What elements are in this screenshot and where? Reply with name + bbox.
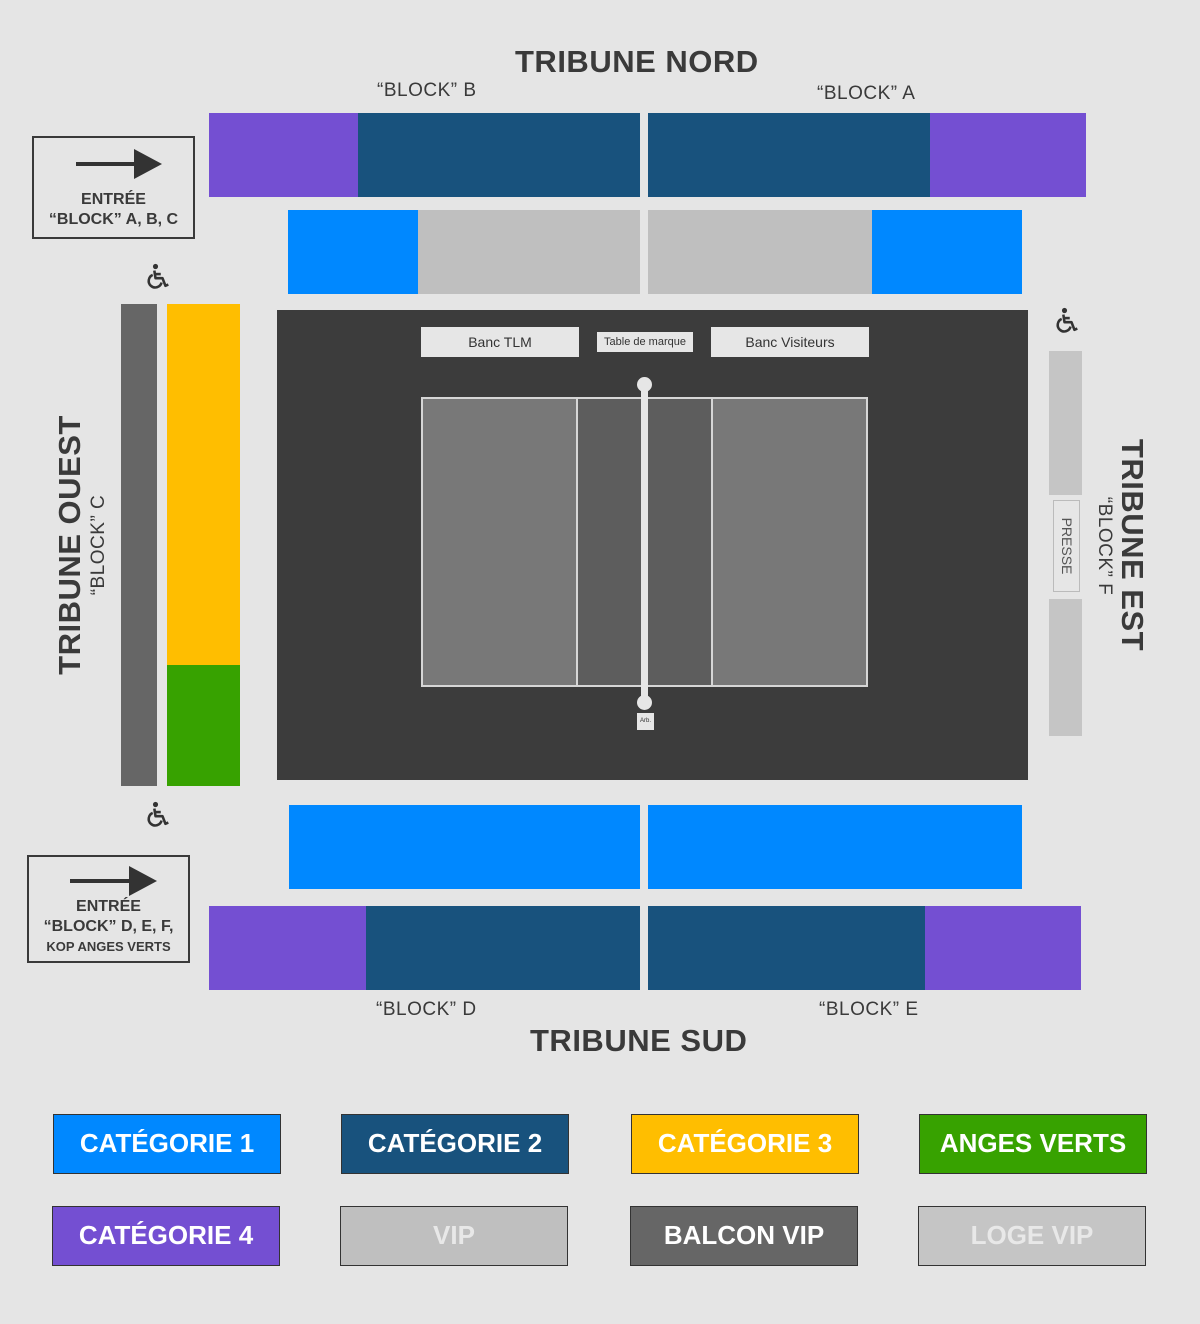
block-f-label: “BLOCK” F	[1094, 496, 1115, 596]
tribune-nord-title: TRIBUNE NORD	[515, 44, 759, 79]
legend-item-balcon-vip: BALCON VIP	[630, 1206, 858, 1266]
est-loge-vip-bottom[interactable]	[1049, 599, 1082, 736]
net-post-top	[637, 377, 652, 392]
sud-block-d-categorie-1[interactable]	[289, 805, 640, 889]
ouest-balcon-vip[interactable]	[121, 304, 157, 786]
block-a-label: “BLOCK” A	[817, 83, 916, 104]
arrow-right-icon	[129, 866, 157, 896]
sud-block-d-categorie-4[interactable]	[209, 906, 366, 990]
referee-stand: Arb.	[637, 713, 654, 730]
arrow-right-icon	[134, 149, 162, 179]
scorer-table: Table de marque	[597, 332, 693, 352]
tribune-ouest-title: TRIBUNE OUEST	[52, 415, 87, 675]
nord-block-b-vip[interactable]	[418, 210, 640, 294]
entrance-bottom-line2: “BLOCK” D, E, F,	[43, 918, 174, 935]
block-e-label: “BLOCK” E	[819, 999, 919, 1020]
block-d-label: “BLOCK” D	[376, 999, 477, 1020]
entrance-bottom-line1: ENTRÉE	[76, 898, 141, 915]
presse-label: PRESSE	[1059, 517, 1075, 575]
sud-block-e-categorie-4[interactable]	[925, 906, 1081, 990]
sud-block-e-categorie-1[interactable]	[648, 805, 1022, 889]
entrance-top-line2: “BLOCK” A, B, C	[48, 211, 179, 228]
entrance-bottom-line3: KOP ANGES VERTS	[46, 939, 171, 954]
nord-block-b-categorie-1[interactable]	[288, 210, 418, 294]
sud-block-e-categorie-2[interactable]	[648, 906, 925, 990]
wheelchair-icon	[1056, 307, 1078, 333]
entrance-bottom-box: ENTRÉE “BLOCK” D, E, F, KOP ANGES VERTS	[27, 855, 190, 963]
ouest-anges-verts[interactable]	[167, 665, 240, 786]
nord-block-b-categorie-2[interactable]	[358, 113, 640, 197]
legend-item-loge-vip: LOGE VIP	[918, 1206, 1146, 1266]
nord-block-a-categorie-1[interactable]	[872, 210, 1022, 294]
legend-item-catégorie-2: CATÉGORIE 2	[341, 1114, 569, 1174]
sud-block-d-categorie-2[interactable]	[366, 906, 640, 990]
wheelchair-icon	[147, 801, 169, 827]
tribune-sud-title: TRIBUNE SUD	[530, 1023, 748, 1058]
legend-item-vip: VIP	[340, 1206, 568, 1266]
legend-item-catégorie-1: CATÉGORIE 1	[53, 1114, 281, 1174]
net-post-bottom	[637, 695, 652, 710]
legend-item-catégorie-4: CATÉGORIE 4	[52, 1206, 280, 1266]
ouest-categorie-3[interactable]	[167, 304, 240, 665]
nord-block-a-vip[interactable]	[648, 210, 872, 294]
tribune-est-title: TRIBUNE EST	[1115, 438, 1150, 652]
block-b-label: “BLOCK” B	[377, 80, 477, 101]
bench-away: Banc Visiteurs	[711, 327, 869, 357]
nord-block-a-categorie-4[interactable]	[930, 113, 1086, 197]
block-c-label: “BLOCK” C	[88, 494, 109, 596]
wheelchair-icon	[147, 263, 169, 289]
entrance-top-box: ENTRÉE “BLOCK” A, B, C	[32, 136, 195, 239]
est-loge-vip-top[interactable]	[1049, 351, 1082, 495]
entrance-top-line1: ENTRÉE	[81, 191, 146, 208]
bench-home: Banc TLM	[421, 327, 579, 357]
arrow-right-icon-line	[70, 879, 132, 883]
nord-block-a-categorie-2[interactable]	[648, 113, 930, 197]
legend-item-catégorie-3: CATÉGORIE 3	[631, 1114, 859, 1174]
est-presse[interactable]: PRESSE	[1053, 500, 1080, 592]
nord-block-b-categorie-4[interactable]	[209, 113, 358, 197]
legend-item-anges-verts: ANGES VERTS	[919, 1114, 1147, 1174]
volleyball-net	[641, 384, 648, 702]
arrow-right-icon-line	[76, 162, 138, 166]
